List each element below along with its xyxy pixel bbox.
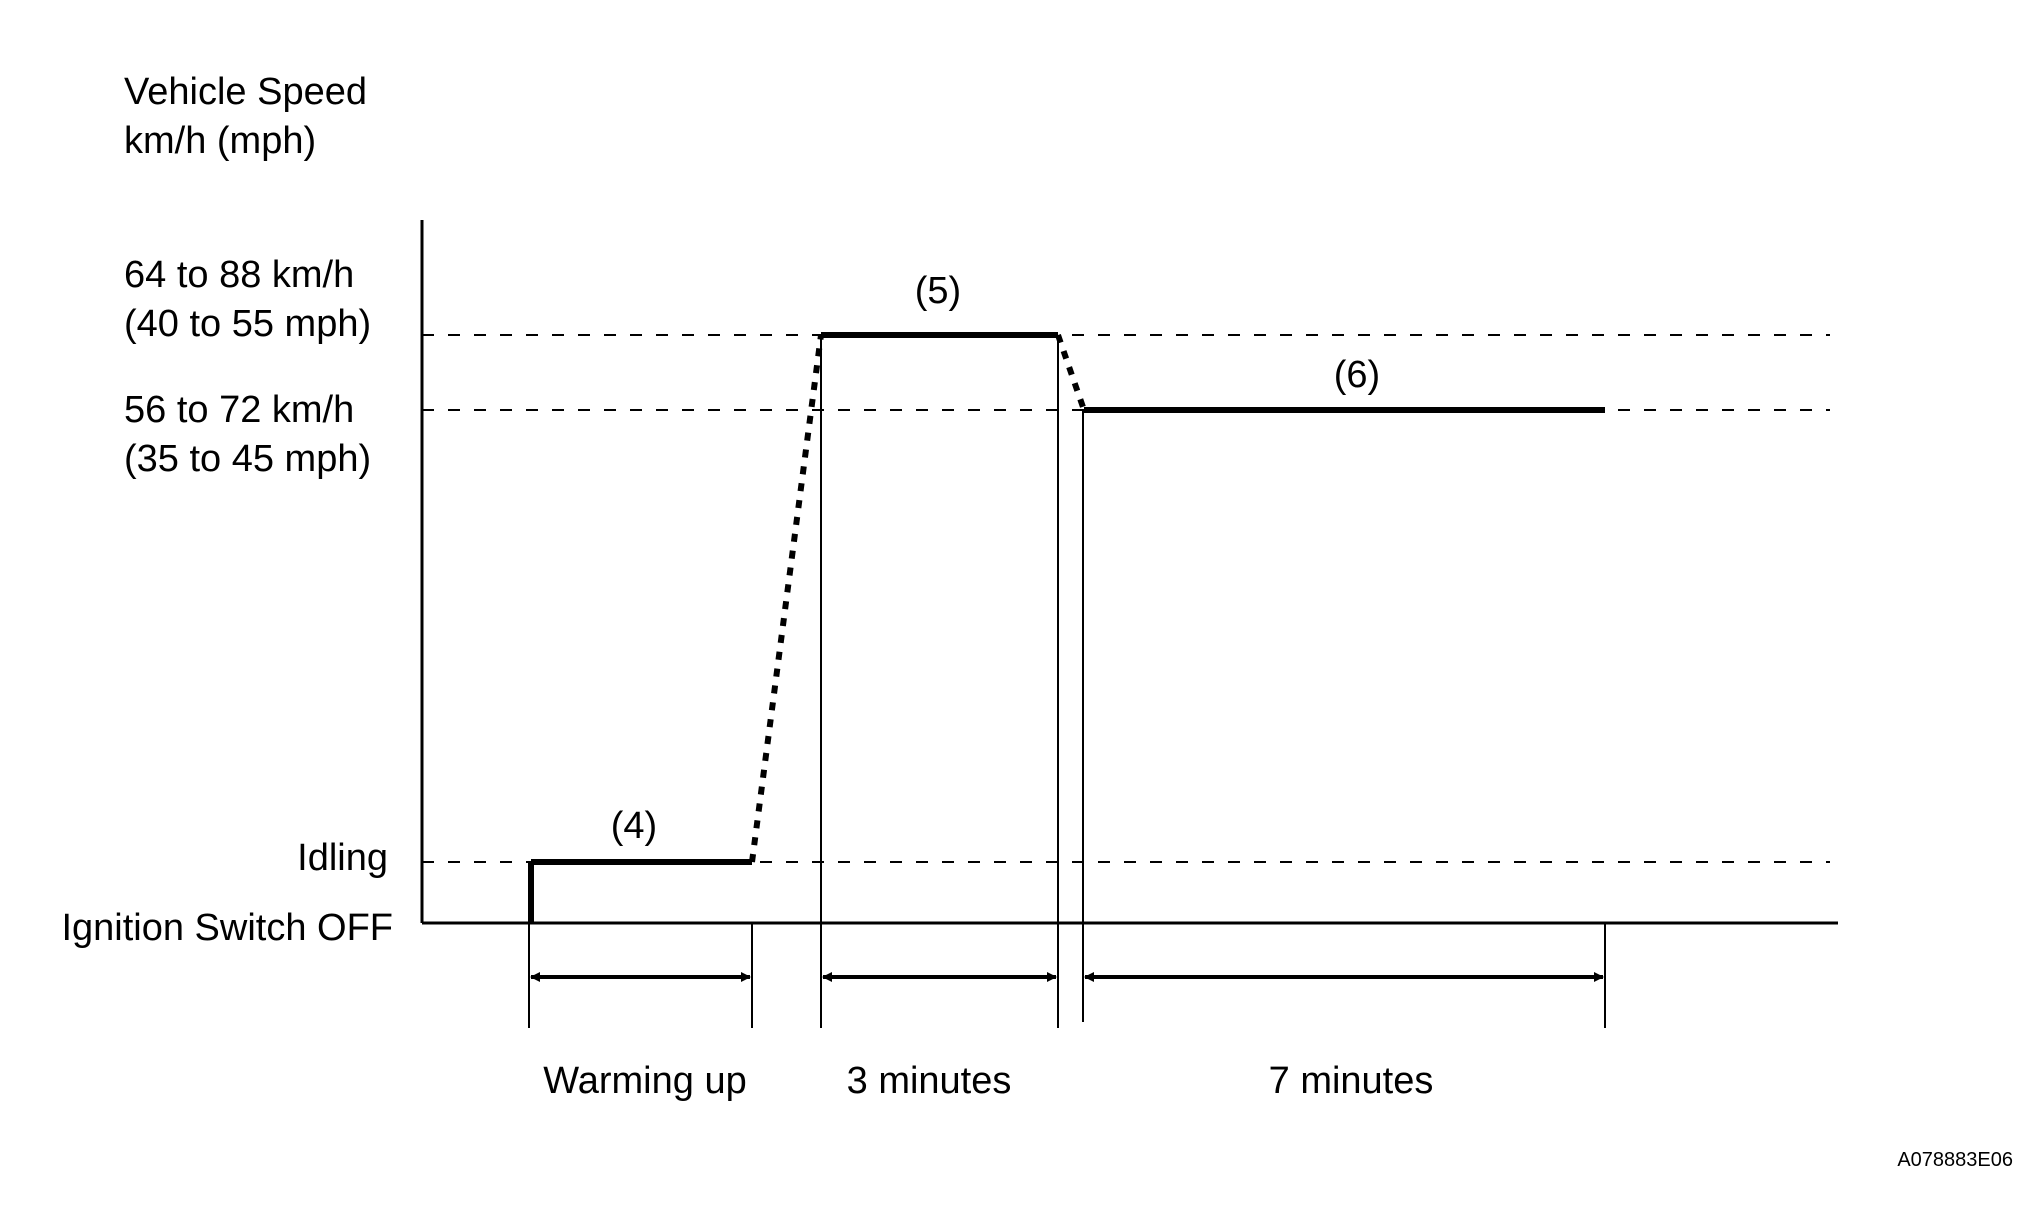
level-mid-line2: (35 to 45 mph) (124, 438, 371, 480)
figure-code: A078883E06 (1897, 1149, 2013, 1171)
level-mid-line1: 56 to 72 km/h (124, 389, 354, 431)
y-axis-title-line1: Vehicle Speed (124, 71, 367, 113)
profile-decel-dotted (1055, 334, 1087, 411)
profile-accel-dotted (749, 334, 824, 863)
level-high-line1: 64 to 88 km/h (124, 254, 354, 296)
step-label-5: (5) (915, 270, 961, 312)
duration-label-7-minutes: 7 minutes (1269, 1060, 1434, 1102)
step-label-4: (4) (611, 805, 657, 847)
duration-label-warming-up: Warming up (543, 1060, 746, 1102)
duration-label-3-minutes: 3 minutes (847, 1060, 1012, 1102)
level-ignition-off: Ignition Switch OFF (61, 907, 393, 949)
level-idling: Idling (297, 837, 388, 879)
level-high-line2: (40 to 55 mph) (124, 303, 371, 345)
step-label-6: (6) (1334, 354, 1380, 396)
y-axis-title-line2: km/h (mph) (124, 120, 316, 162)
